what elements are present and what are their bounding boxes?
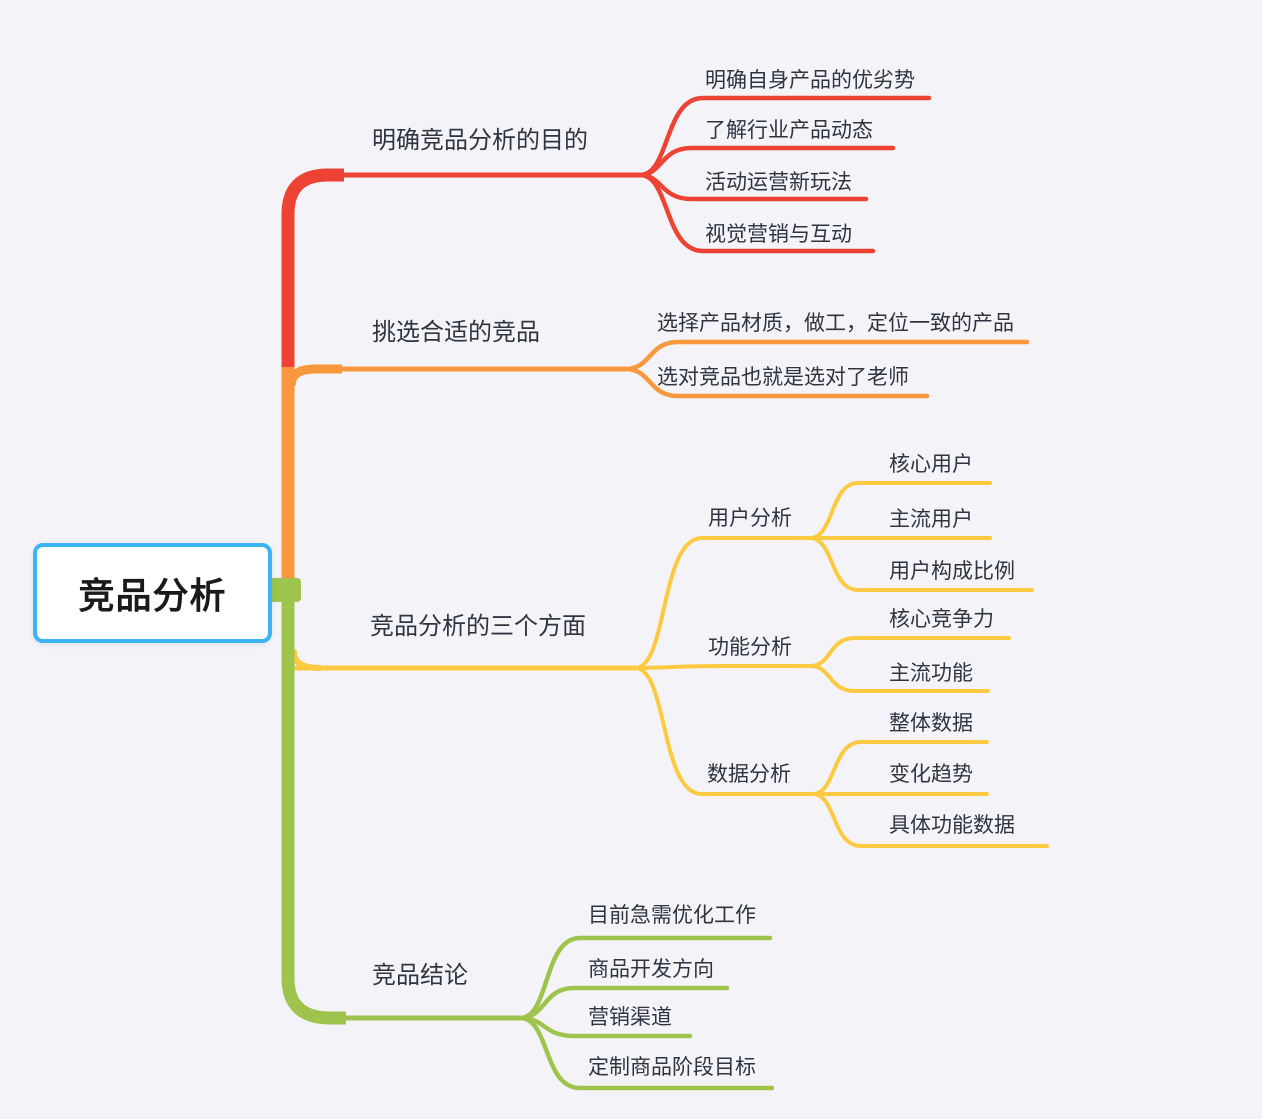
node-pick-child-2[interactable]: 选对竞品也就是选对了老师 — [657, 366, 909, 389]
node-purpose-child-1[interactable]: 明确自身产品的优劣势 — [705, 69, 915, 92]
node-user-child-1[interactable]: 核心用户 — [889, 453, 973, 476]
node-function-child-1[interactable]: 核心竞争力 — [889, 608, 994, 631]
connector-data-child-3 — [811, 792, 1049, 848]
node-function-child-2[interactable]: 主流功能 — [889, 662, 973, 685]
connector-user-child-1 — [808, 481, 992, 540]
node-purpose[interactable]: 明确竞品分析的目的 — [372, 127, 588, 154]
node-data-analysis[interactable]: 数据分析 — [707, 763, 791, 786]
node-data-child-3[interactable]: 具体功能数据 — [889, 814, 1015, 837]
root-node-label: 竞品分析 — [78, 575, 227, 616]
green-branch-connectors — [265, 578, 775, 1091]
connector-yellow-to-function — [633, 664, 812, 670]
connector-function-child-2 — [808, 664, 990, 693]
node-purpose-child-3[interactable]: 活动运营新玩法 — [705, 171, 852, 194]
node-conclusion-child-4[interactable]: 定制商品阶段目标 — [588, 1056, 756, 1079]
connector-data-child-1 — [811, 740, 989, 796]
node-conclusion-child-3[interactable]: 营销渠道 — [588, 1006, 672, 1029]
node-conclusion-child-2[interactable]: 商品开发方向 — [588, 958, 714, 981]
connector-trunk-green — [281, 588, 346, 1025]
connector-orange-child-2 — [622, 366, 930, 399]
node-user-child-2[interactable]: 主流用户 — [889, 508, 973, 531]
connector-green-child-4 — [517, 1015, 775, 1091]
node-user-child-3[interactable]: 用户构成比例 — [889, 560, 1015, 583]
orange-branch-connectors — [281, 339, 1030, 590]
connector-yellow-to-data — [633, 666, 815, 796]
red-branch-connectors — [281, 95, 932, 374]
node-purpose-child-2[interactable]: 了解行业产品动态 — [705, 119, 873, 142]
root-node[interactable]: 竞品分析 — [33, 543, 272, 643]
connector-user-child-3 — [808, 536, 1034, 592]
node-conclusion-child-1[interactable]: 目前急需优化工作 — [588, 904, 756, 927]
connector-trunk-red — [281, 168, 344, 374]
connector-orange-stub — [286, 364, 342, 387]
node-purpose-child-4[interactable]: 视觉营销与互动 — [705, 223, 852, 246]
node-data-child-1[interactable]: 整体数据 — [889, 712, 973, 735]
node-conclusion[interactable]: 竞品结论 — [372, 962, 468, 989]
connector-yellow-to-user — [633, 536, 812, 670]
node-user-analysis[interactable]: 用户分析 — [708, 507, 792, 530]
node-function-analysis[interactable]: 功能分析 — [708, 636, 792, 659]
node-pick-child-1[interactable]: 选择产品材质，做工，定位一致的产品 — [657, 312, 1014, 335]
connector-red-child-4 — [637, 172, 876, 254]
node-pick-competitors[interactable]: 挑选合适的竞品 — [372, 319, 540, 346]
node-data-child-2[interactable]: 变化趋势 — [889, 763, 973, 786]
node-three-aspects[interactable]: 竞品分析的三个方面 — [370, 613, 586, 640]
